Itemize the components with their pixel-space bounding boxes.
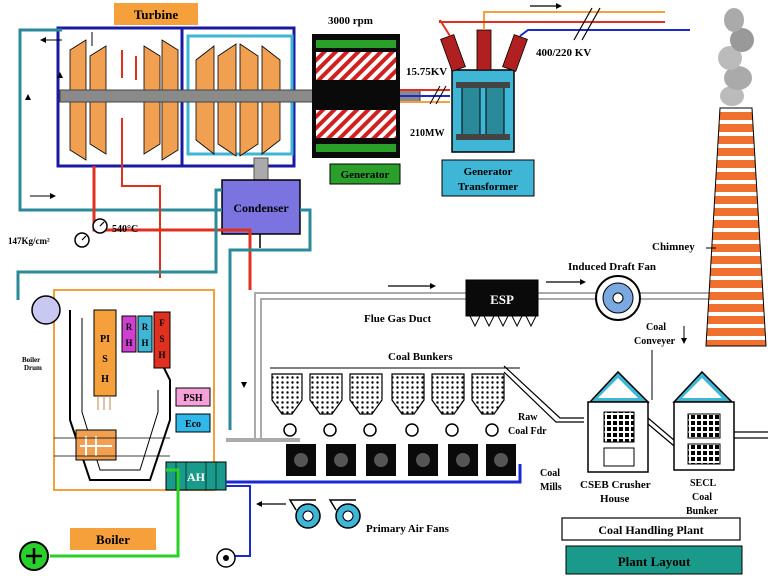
transformer-bushings xyxy=(440,29,528,72)
psh-label: PSH xyxy=(183,393,203,404)
lpsh-box xyxy=(93,309,117,397)
raw-coal-feeder-label-1: Raw xyxy=(518,412,538,423)
rh1-label-2: H xyxy=(125,338,132,348)
coal-mills-label-1: Coal xyxy=(540,468,560,479)
transformer-label-box xyxy=(441,159,535,197)
main-steam-line xyxy=(92,166,252,290)
turbine-label-box xyxy=(114,3,198,25)
rpm-label: 3000 rpm xyxy=(328,15,373,27)
coal-mill-row xyxy=(286,444,516,476)
economizer-box xyxy=(175,413,211,433)
boiler-drum xyxy=(31,295,61,325)
lpsh-label-1: PI xyxy=(100,334,110,345)
psh-box xyxy=(175,387,211,407)
secl-label-3: Bunker xyxy=(686,506,719,517)
coal-handling-plant-box xyxy=(561,517,741,541)
primary-air-line xyxy=(226,464,522,484)
forced-draft-fan-icon xyxy=(216,548,236,568)
final-superheater-box xyxy=(153,311,171,369)
coal-conveyer-label-2: Conveyer xyxy=(634,336,676,347)
kv-grid-label: 400/220 KV xyxy=(536,47,591,59)
condenser-box xyxy=(221,179,301,235)
coal-bunker-row xyxy=(271,373,505,415)
transformer-label-line1: Generator xyxy=(464,166,513,178)
coal-handling-plant-label: Coal Handling Plant xyxy=(598,523,703,537)
temperature-label: 540°C xyxy=(112,224,138,235)
secl-label-2: Coal xyxy=(692,492,712,503)
generator-label-box xyxy=(329,163,401,185)
kv-generator-label: 15.75KV xyxy=(406,66,447,78)
boiler-label-box xyxy=(70,528,156,550)
esp-label: ESP xyxy=(490,292,514,307)
feedwater-loop-left xyxy=(18,28,222,212)
primary-air-fan-icon xyxy=(288,499,361,529)
boiler-drum-label-1: Boiler xyxy=(22,356,40,364)
coal-feeder-row xyxy=(283,423,499,437)
turbine-label: Turbine xyxy=(134,7,179,22)
boiler-drum-label-2: Drum xyxy=(24,364,42,372)
induced-draft-fan-label: Induced Draft Fan xyxy=(568,261,656,273)
flue-gas-duct-label: Flue Gas Duct xyxy=(364,313,432,325)
cseb-label-1: CSEB Crusher xyxy=(580,479,651,491)
plant-layout-box xyxy=(565,545,743,575)
coal-conveyor-to-bunkers xyxy=(503,365,584,419)
eco-label: Eco xyxy=(185,419,201,430)
reheater-2-box xyxy=(137,315,153,353)
chimney-label: Chimney xyxy=(652,241,695,253)
primary-air-fans-label: Primary Air Fans xyxy=(366,523,450,535)
fsh-label-3: H xyxy=(158,350,165,360)
coal-mills-label-2: Mills xyxy=(540,482,562,493)
lpsh-label-2: S xyxy=(102,354,108,365)
cseb-label-2: House xyxy=(600,493,629,505)
rh1-label-1: R xyxy=(126,322,133,332)
fsh-label-1: F xyxy=(159,318,165,328)
transformer-label-line2: Transformer xyxy=(458,181,518,193)
raw-coal-feeder-label-2: Coal Fdr xyxy=(508,426,547,437)
mw-label: 210MW xyxy=(410,128,444,139)
coal-conveyer-label-1: Coal xyxy=(646,322,666,333)
generator-label: Generator xyxy=(341,169,390,181)
chimney-smoke xyxy=(718,8,754,106)
boiler-label: Boiler xyxy=(96,532,130,547)
ah-label: AH xyxy=(187,470,206,484)
plant-layout-title: Plant Layout xyxy=(618,554,691,569)
rh2-label-2: H xyxy=(141,338,148,348)
rh2-label-1: R xyxy=(142,322,149,332)
lpsh-label-3: H xyxy=(101,374,109,385)
reheater-1-box xyxy=(121,315,137,353)
fsh-label-2: S xyxy=(159,334,164,344)
feed-pump-line xyxy=(50,494,180,558)
condenser-label: Condenser xyxy=(233,201,289,215)
secl-label-1: SECL xyxy=(690,478,716,489)
boiler-outer-casing xyxy=(53,289,215,491)
pressure-label: 147Kg/cm² xyxy=(8,236,50,246)
chimney xyxy=(705,107,767,347)
coal-bunkers-label: Coal Bunkers xyxy=(388,351,453,363)
